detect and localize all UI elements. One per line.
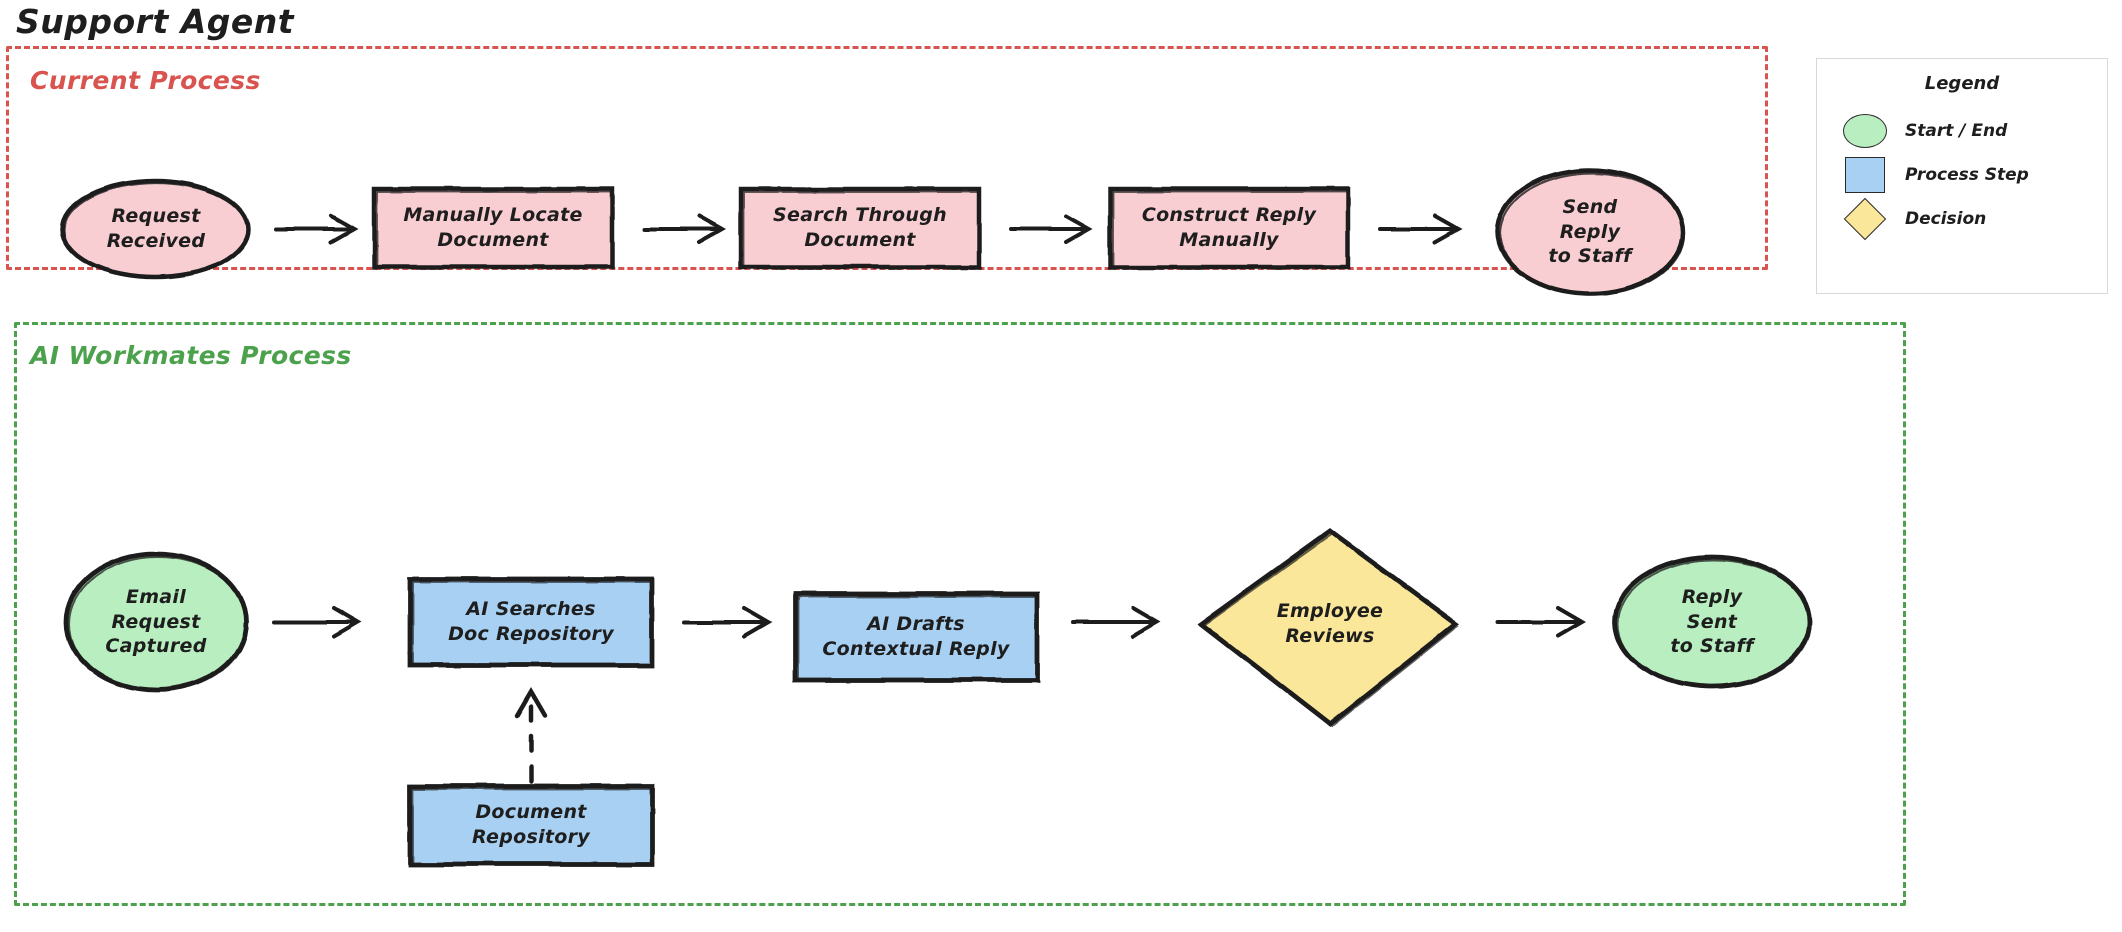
legend-item-process-step: Process Step bbox=[1839, 155, 2095, 195]
connector-arrow-6 bbox=[682, 606, 772, 638]
connector-arrow-7 bbox=[1071, 606, 1161, 638]
connector-arrow-8 bbox=[1496, 606, 1586, 638]
legend-diamond-icon bbox=[1839, 197, 1891, 241]
legend-label-start-end: Start / End bbox=[1905, 121, 2008, 141]
node-manually-locate-document[interactable] bbox=[371, 186, 615, 270]
node-reply-sent-to-staff[interactable] bbox=[1612, 554, 1812, 690]
node-document-repository[interactable] bbox=[407, 783, 655, 867]
node-employee-reviews[interactable] bbox=[1196, 528, 1460, 728]
legend-circle-icon bbox=[1839, 114, 1891, 148]
node-construct-reply-manually[interactable] bbox=[1107, 186, 1351, 270]
legend-panel: Legend Start / End Process Step Decision bbox=[1816, 58, 2108, 294]
connector-arrow-4 bbox=[1378, 214, 1463, 244]
node-email-request-captured[interactable] bbox=[63, 551, 249, 693]
legend-square-icon bbox=[1839, 157, 1891, 193]
node-request-received[interactable] bbox=[59, 178, 251, 280]
connector-arrow-5 bbox=[272, 606, 362, 638]
connector-dashed-arrow-up bbox=[514, 687, 548, 784]
legend-item-start-end: Start / End bbox=[1839, 111, 2095, 151]
legend-title: Legend bbox=[1924, 73, 2000, 94]
node-ai-searches-doc-repository[interactable] bbox=[407, 576, 655, 668]
node-search-through-document[interactable] bbox=[738, 186, 982, 270]
lane-title-ai-workmates-process: AI Workmates Process bbox=[30, 341, 352, 370]
connector-arrow-1 bbox=[274, 214, 359, 244]
connector-arrow-3 bbox=[1009, 214, 1094, 244]
legend-item-decision: Decision bbox=[1839, 197, 2095, 241]
node-ai-drafts-contextual-reply[interactable] bbox=[792, 591, 1040, 683]
legend-label-process-step: Process Step bbox=[1905, 165, 2029, 185]
page-title: Support Agent bbox=[16, 2, 295, 41]
lane-title-current-process: Current Process bbox=[30, 66, 261, 95]
legend-label-decision: Decision bbox=[1905, 209, 1987, 229]
lane-ai-workmates-process bbox=[14, 322, 1906, 906]
connector-arrow-2 bbox=[642, 214, 727, 244]
node-send-reply-to-staff[interactable] bbox=[1494, 167, 1686, 297]
